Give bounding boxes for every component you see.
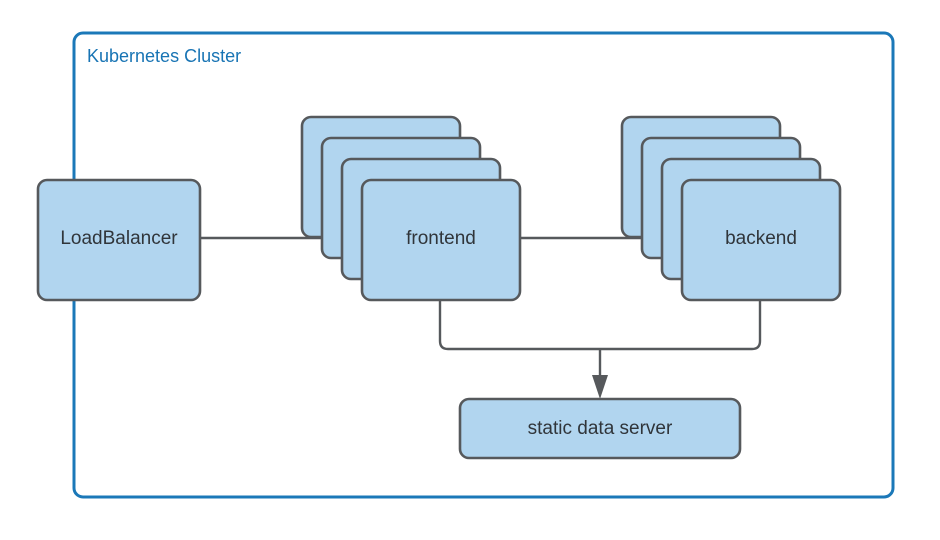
node-backend[interactable]: backend <box>620 115 842 302</box>
node-label-static-data-server: static data server <box>528 418 673 439</box>
node-loadbalancer[interactable]: LoadBalancer <box>36 178 202 302</box>
cluster-label: Kubernetes Cluster <box>87 46 241 66</box>
node-shape <box>458 397 742 460</box>
node-shape-replica-1 <box>680 178 842 302</box>
edge-frontend-to-static-data-server[interactable] <box>438 300 600 351</box>
node-label-backend: backend <box>725 228 797 249</box>
edge-line <box>600 300 762 351</box>
node-shape-replica-1 <box>360 178 522 302</box>
edge-backend-to-static-data-server[interactable] <box>600 300 762 351</box>
node-shape <box>36 178 202 302</box>
edge-line <box>438 300 600 351</box>
node-static-data-server[interactable]: static data server <box>458 397 742 460</box>
edge-merge-to-static-data-server[interactable] <box>592 349 608 399</box>
node-label-frontend: frontend <box>406 228 476 249</box>
arrowhead-icon <box>592 375 608 399</box>
node-frontend[interactable]: frontend <box>300 115 522 302</box>
node-label-loadbalancer: LoadBalancer <box>60 228 178 249</box>
